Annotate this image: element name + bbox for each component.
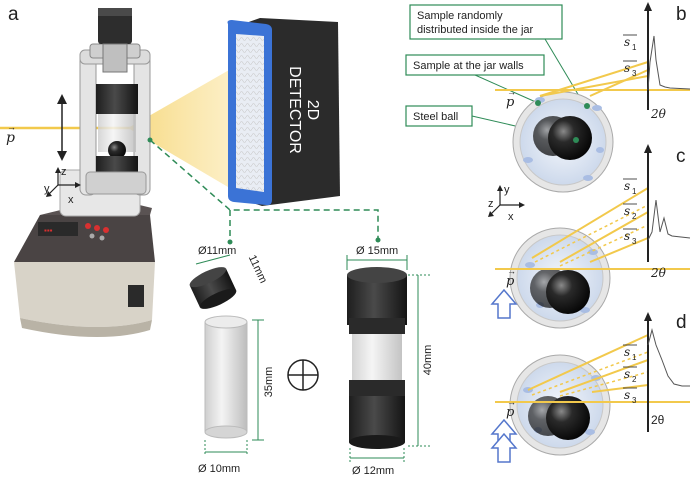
scattered-rays-dotted-d [531, 351, 649, 397]
s3-label-d: s [624, 388, 630, 402]
two-theta-b: 2θ [650, 107, 667, 121]
s3-label-c: s [624, 229, 630, 243]
jar-cross-section-d [509, 354, 611, 456]
jar-top-diameter-dim [346, 255, 408, 270]
translation-arrow-c-icon [490, 288, 518, 319]
s1-sub-d: 1 [632, 353, 637, 362]
scattered-rays-dotted-c [534, 204, 649, 267]
vector-arrow-c: → [507, 266, 516, 276]
sample-holder-column [59, 8, 151, 217]
s2-label-d: s [624, 367, 630, 381]
dashed-connector [149, 139, 379, 242]
callout-random-line1: Sample randomly [417, 10, 503, 22]
two-theta-d: 2θ [651, 413, 665, 427]
detector-label-line2: DETECTOR [286, 66, 303, 154]
jar-bottom-diameter-dim [349, 448, 405, 462]
cap-part [189, 267, 237, 309]
panel-c-label: c [676, 146, 686, 167]
detector-label: 2D DETECTOR [286, 66, 321, 154]
s3-sub-d: 3 [632, 396, 637, 405]
tube-height-label: 35mm [263, 367, 275, 398]
axes-icon-c [488, 185, 525, 217]
jar-cross-section-c [509, 227, 611, 329]
s3-sub-c: 3 [632, 237, 637, 246]
detector-label-line1: 2D [304, 100, 321, 120]
s1-sub-b: 1 [632, 43, 637, 52]
vector-arrow-a: → [7, 122, 16, 132]
vector-arrow-b: → [507, 87, 516, 97]
cap-height-group: 11mm [246, 253, 269, 285]
diffraction-cone [128, 58, 250, 200]
scattered-rays-b [539, 61, 649, 97]
axis-z-label-c: z [488, 198, 494, 210]
connector-dot-origin [147, 137, 153, 143]
callout-walls-label: Sample at the jar walls [413, 60, 524, 72]
scattered-rays-d [527, 334, 649, 393]
vector-arrow-d: → [507, 397, 516, 407]
translation-arrow-d-icon [490, 418, 518, 463]
assembled-jar [347, 267, 407, 449]
tube-diameter-label: Ø 10mm [198, 463, 240, 475]
scattered-rays-c [531, 187, 649, 263]
jar-top-diameter-label: Ø 15mm [356, 245, 398, 257]
s3-label-b: s [624, 61, 630, 75]
beam-symbol-b: p [506, 95, 515, 110]
beam-symbol-a: p [6, 130, 15, 146]
glass-tube [204, 315, 248, 439]
jar-cross-section-b [512, 91, 614, 193]
detector-box [227, 18, 340, 206]
axis-y-label-a: y [44, 183, 50, 195]
s1-label-d: s [624, 345, 630, 359]
callout-steel-label: Steel ball [413, 111, 458, 123]
panel-a-label: a [8, 4, 19, 25]
mixer-mill-base: ▪▪▪ [14, 198, 155, 338]
tube-height-dim [252, 319, 264, 441]
detector-axis-d [644, 312, 690, 432]
svg-text:▪▪▪: ▪▪▪ [44, 226, 53, 235]
detector-axis-b [644, 2, 691, 110]
connector-dot-cap [227, 239, 233, 245]
connector-dot-jar [375, 237, 381, 243]
s1-sub-c: 1 [632, 187, 637, 196]
s1-label-c: s [624, 179, 630, 193]
axis-x-label-a: x [68, 194, 74, 206]
vertical-motion-arrow-icon [57, 94, 67, 161]
beam-symbol-d: p [506, 405, 515, 420]
jar-bottom-diameter-label: Ø 12mm [352, 465, 394, 477]
jar-height-dim [408, 274, 430, 447]
tube-diameter-dim [204, 440, 248, 456]
cap-diameter-line [195, 254, 231, 265]
detector-axis-c [644, 144, 691, 262]
s1-label-b: s [624, 35, 630, 49]
callout-random-line2: distributed inside the jar [417, 24, 534, 36]
axes-icon-a [46, 167, 81, 197]
cap-diameter-label: Ø11mm [198, 245, 236, 257]
panel-d-label: d [676, 312, 687, 333]
s2-label-c: s [624, 204, 630, 218]
s3-sub-b: 3 [632, 69, 637, 78]
panel-b-label: b [676, 4, 687, 25]
cap-height-label: 11mm [246, 253, 269, 285]
two-theta-c: 2θ [650, 266, 667, 280]
assembly-symbol [287, 359, 319, 391]
axis-y-label-c: y [504, 184, 510, 196]
s2-sub-d: 2 [632, 375, 637, 384]
axis-z-label-a: z [61, 166, 67, 178]
jar-height-label: 40mm [422, 345, 434, 376]
axis-x-label-c: x [508, 211, 514, 223]
s2-sub-c: 2 [632, 212, 637, 221]
beam-symbol-c: p [506, 274, 515, 289]
callout-random-box [409, 4, 563, 40]
